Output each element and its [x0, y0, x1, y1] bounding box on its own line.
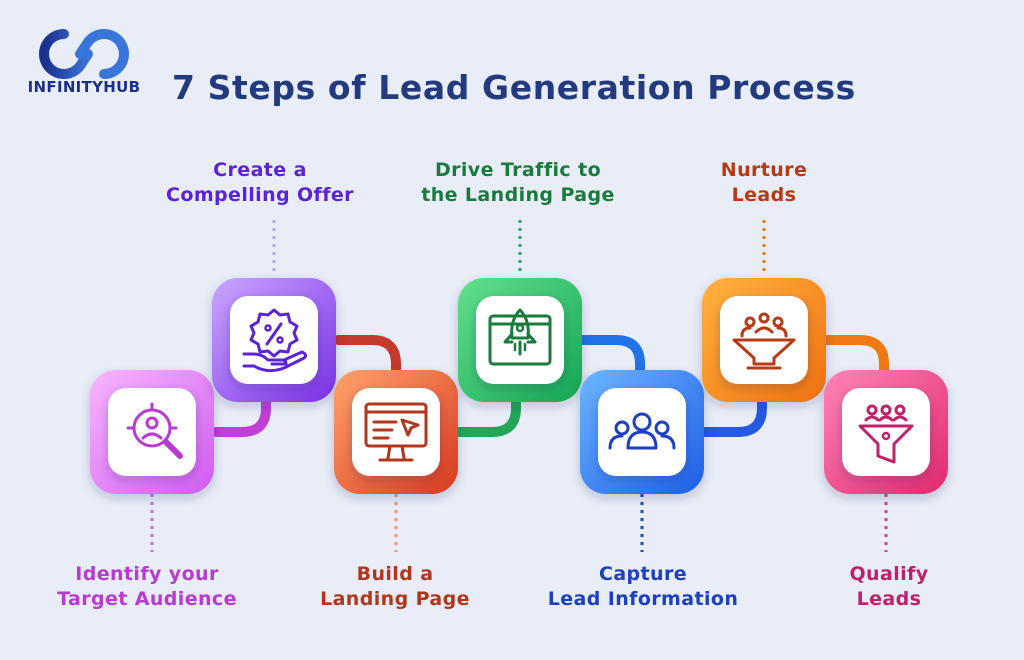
connector-1-2: [211, 395, 271, 437]
step-3-label: Build a Landing Page: [270, 562, 520, 612]
filter-people-icon: [858, 404, 914, 464]
connector-5-6: [699, 395, 767, 437]
step-4-line-2: the Landing Page: [421, 184, 615, 206]
target-person-search-icon: [126, 402, 183, 459]
step-4-icon-bg: [476, 296, 564, 384]
percent-badge-hand-icon: [242, 308, 308, 373]
step-6-line-2: Leads: [731, 184, 797, 206]
step-3-icon-bg: [352, 388, 440, 476]
step-6-line-1: Nurture: [720, 159, 808, 181]
step-1-line-2: Target Audience: [57, 588, 237, 610]
step-3-line-2: Landing Page: [320, 588, 470, 610]
step-4-line-1: Drive Traffic to: [434, 159, 602, 181]
step-1-label: Identify your Target Audience: [22, 562, 272, 612]
step-3-line-1: Build a: [356, 563, 434, 585]
brand-name: INFINITYHUB: [27, 78, 141, 96]
connector-6-7: [819, 335, 889, 377]
infinity-icon: [39, 29, 129, 79]
connector-4-5: [577, 335, 645, 377]
step-5-line-2: Lead Information: [547, 588, 739, 610]
step-2-line-1: Create a: [213, 159, 307, 181]
step-1-line-1: Identify your: [75, 563, 219, 585]
step-3-box: [334, 370, 458, 494]
people-group-icon: [608, 412, 676, 450]
landing-page-monitor-icon: [364, 402, 428, 462]
step-7-line-1: Qualify: [849, 563, 929, 585]
step-5-label: Capture Lead Information: [518, 562, 768, 612]
step-5-line-1: Capture: [598, 563, 688, 585]
connector-2-3: [333, 335, 401, 377]
page-title: 7 Steps of Lead Generation Process: [172, 68, 856, 107]
step-2-label: Create a Compelling Offer: [135, 158, 385, 208]
step-2-box: [212, 278, 336, 402]
step-4-box: [458, 278, 582, 402]
step-7-label: Qualify Leads: [764, 562, 1014, 612]
step-6-box: [702, 278, 826, 402]
funnel-people-icon: [732, 312, 796, 370]
step-6-label: Nurture Leads: [639, 158, 889, 208]
rocket-browser-icon: [488, 308, 552, 366]
step-1-icon-bg: [108, 388, 196, 476]
step-2-line-2: Compelling Offer: [166, 184, 354, 206]
step-7-line-2: Leads: [856, 588, 922, 610]
connector-3-4: [453, 395, 521, 437]
step-5-box: [580, 370, 704, 494]
step-1-box: [90, 370, 214, 494]
step-7-box: [824, 370, 948, 494]
step-4-label: Drive Traffic to the Landing Page: [393, 158, 643, 208]
